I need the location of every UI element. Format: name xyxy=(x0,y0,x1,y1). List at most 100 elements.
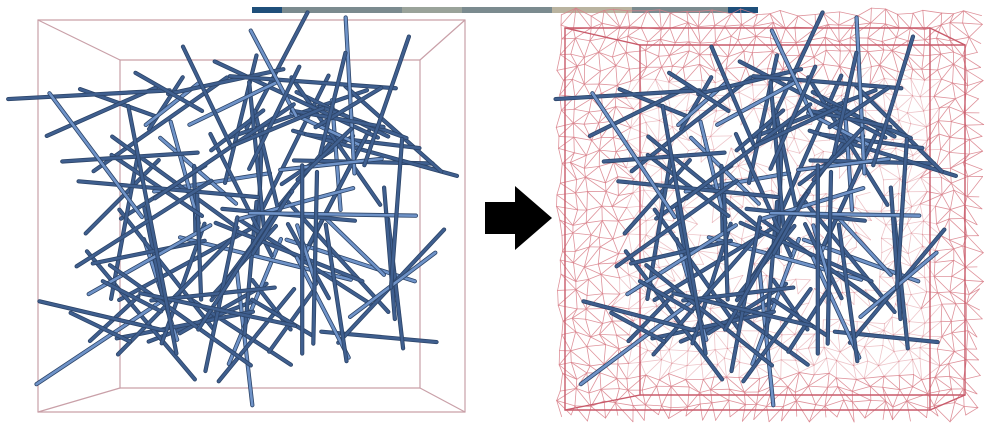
mesh-edge xyxy=(840,51,850,67)
mesh-edge xyxy=(660,28,670,39)
mesh-edge xyxy=(576,8,591,28)
mesh-edge xyxy=(558,290,559,305)
mesh-edge xyxy=(827,358,830,373)
fiber xyxy=(327,219,384,274)
mesh-edge xyxy=(941,304,942,321)
mesh-edge xyxy=(783,387,787,406)
mesh-edge xyxy=(950,154,969,168)
mesh-edge xyxy=(647,56,659,67)
mesh-edge xyxy=(884,361,899,376)
mesh-edge xyxy=(955,403,964,407)
mesh-edge xyxy=(556,110,561,127)
mesh-edge xyxy=(686,364,702,379)
mesh-edge xyxy=(913,13,924,29)
mesh-edge xyxy=(561,8,576,15)
mesh-edge xyxy=(646,121,659,123)
mesh-edge xyxy=(924,96,934,111)
mesh-edge xyxy=(950,152,951,168)
mesh-edge xyxy=(657,380,660,386)
mesh-edge xyxy=(606,345,619,349)
mesh-edge xyxy=(587,192,588,211)
mesh-edge xyxy=(913,358,920,359)
mesh-edge xyxy=(856,378,864,379)
mesh-edge xyxy=(724,349,727,359)
mesh-edge xyxy=(935,377,951,389)
mesh-edge xyxy=(941,25,950,41)
mesh-edge xyxy=(613,221,618,239)
mesh-edge xyxy=(836,378,856,380)
mesh-edge xyxy=(900,387,913,390)
mesh-edge xyxy=(964,280,983,281)
mesh-edge xyxy=(966,408,978,415)
mesh-edge xyxy=(640,350,647,362)
mesh-edge xyxy=(923,336,942,337)
mesh-edge xyxy=(757,14,770,15)
mesh-edge xyxy=(963,389,964,407)
mesh-edge xyxy=(559,148,575,152)
mesh-edge xyxy=(600,334,617,335)
mesh-edge xyxy=(825,37,826,50)
mesh-edge xyxy=(626,36,628,52)
mesh-edge xyxy=(598,264,601,274)
mesh-edge xyxy=(829,373,836,378)
mesh-edge xyxy=(941,137,950,149)
mesh-edge xyxy=(964,406,966,415)
mesh-edge xyxy=(784,96,799,98)
mesh-edge xyxy=(688,23,689,42)
mesh-edge xyxy=(661,13,670,29)
mesh-edge xyxy=(898,109,899,120)
mesh-edge xyxy=(883,376,884,387)
mesh-edge xyxy=(967,303,983,318)
mesh-edge xyxy=(602,206,619,221)
mesh-edge xyxy=(881,225,885,238)
mesh-edge xyxy=(871,9,886,23)
mesh-edge xyxy=(928,406,934,408)
mesh-edge xyxy=(781,29,786,43)
mesh-edge xyxy=(686,380,700,393)
mesh-edge xyxy=(949,364,950,377)
mesh-edge xyxy=(660,39,669,55)
mesh-edge xyxy=(590,41,599,52)
fiber xyxy=(326,225,347,361)
mesh-edge xyxy=(669,366,688,374)
mesh-edge xyxy=(556,127,559,136)
mesh-edge xyxy=(560,55,577,67)
mesh-edge xyxy=(562,335,571,351)
mesh-edge xyxy=(602,23,605,37)
mesh-edge xyxy=(922,221,923,234)
mesh-edge xyxy=(967,360,981,376)
mesh-edge xyxy=(557,206,578,209)
mesh-edge xyxy=(669,350,688,351)
mesh-edge xyxy=(953,56,962,64)
mesh-edge xyxy=(756,36,770,38)
mesh-edge xyxy=(942,321,951,336)
mesh-edge xyxy=(852,379,856,391)
mesh-edge xyxy=(698,11,699,26)
mesh-edge xyxy=(641,27,648,41)
mesh-edge xyxy=(612,207,627,208)
mesh-edge xyxy=(700,390,711,393)
mesh-edge xyxy=(617,69,629,85)
mesh-edge xyxy=(796,401,816,405)
mesh-edge xyxy=(715,42,728,57)
mesh-edge xyxy=(825,400,844,406)
mesh-edge xyxy=(934,96,939,108)
mesh-edge xyxy=(562,233,573,235)
mesh-edge xyxy=(562,321,563,334)
mesh-edge xyxy=(781,360,796,361)
arrow-right-icon xyxy=(485,186,552,250)
mesh-edge xyxy=(938,121,951,122)
mesh-edge xyxy=(573,8,576,29)
mesh-edge xyxy=(560,179,576,183)
mesh-edge xyxy=(572,79,575,96)
mesh-edge xyxy=(629,234,647,235)
mesh-edge xyxy=(633,193,642,206)
mesh-edge xyxy=(852,391,871,400)
mesh-edge xyxy=(714,136,732,150)
mesh-edge xyxy=(938,70,942,79)
mesh-edge xyxy=(950,205,964,209)
mesh-edge xyxy=(796,279,798,294)
mesh-edge xyxy=(949,360,967,364)
mesh-edge xyxy=(670,11,687,13)
mesh-edge xyxy=(826,50,840,51)
